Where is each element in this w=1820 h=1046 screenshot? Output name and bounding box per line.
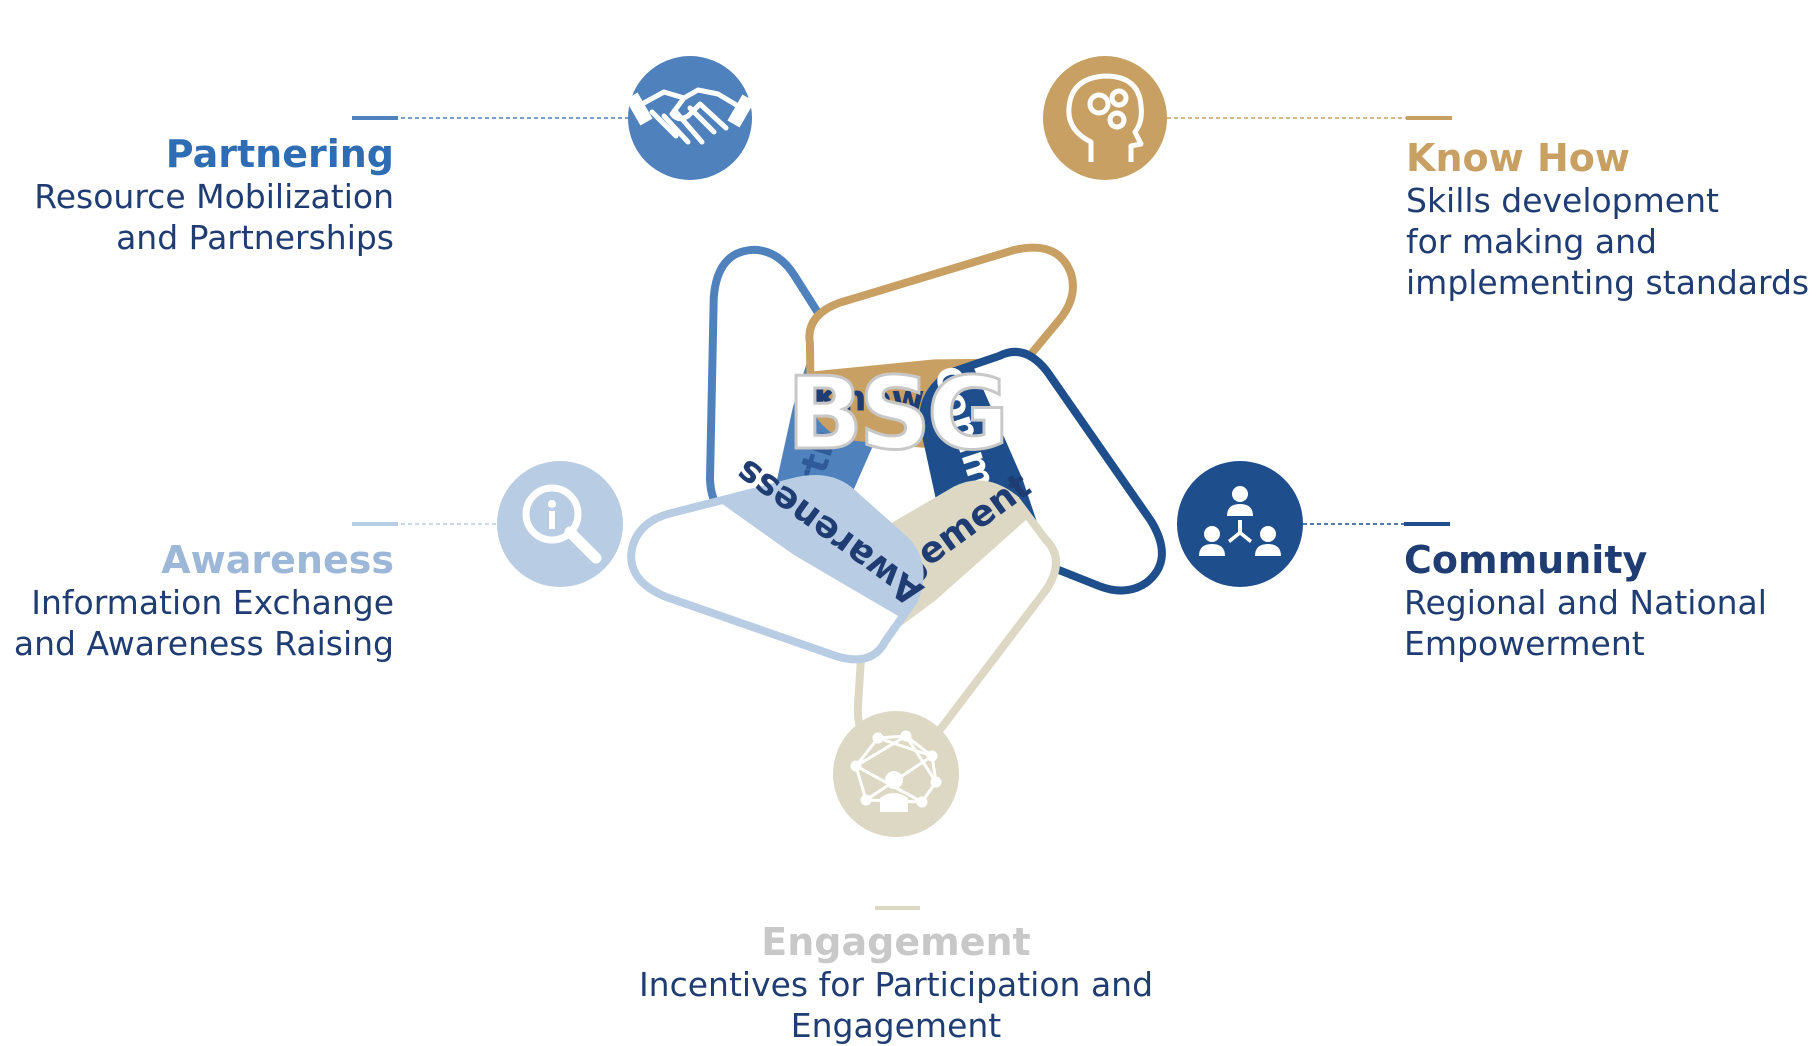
awareness-segment-band — [719, 479, 920, 616]
engagement-line-1: Incentives for Participation and — [638, 965, 1154, 1004]
know-how-line-3: implementing standards — [1406, 263, 1810, 302]
know-how-line-2: for making and — [1406, 222, 1657, 261]
partnering-description: Partnering Resource Mobilization and Par… — [34, 132, 394, 258]
community-line-2: Empowerment — [1404, 624, 1645, 663]
engagement-icon-circle — [833, 711, 959, 837]
community-icon-circle — [1177, 461, 1303, 587]
community-title: Community — [1404, 538, 1648, 582]
know-how-title: Know How — [1406, 136, 1630, 180]
awareness-segment: Awareness — [627, 451, 931, 664]
handshake-icon — [625, 87, 755, 145]
know-how-description: Know How Skills development for making a… — [1406, 136, 1809, 303]
engagement-title: Engagement — [761, 920, 1031, 964]
know-how-line-1: Skills development — [1406, 181, 1719, 220]
awareness-title: Awareness — [161, 538, 394, 582]
head-gears-icon — [1066, 73, 1144, 162]
know-how-icon-circle — [1043, 56, 1167, 180]
partnering-icon-circle — [625, 56, 755, 180]
magnifier-info-icon — [522, 484, 602, 564]
center-label: BSG — [787, 355, 1005, 472]
partnering-title: Partnering — [165, 132, 394, 176]
partnering-line-2: and Partnerships — [116, 218, 394, 257]
awareness-line-2: and Awareness Raising — [13, 624, 394, 663]
awareness-icon-circle — [497, 461, 623, 587]
awareness-description: Awareness Information Exchange and Aware… — [14, 538, 394, 664]
community-line-1: Regional and National — [1404, 583, 1767, 622]
connector-lines — [352, 116, 1452, 910]
awareness-line-1: Information Exchange — [31, 583, 394, 622]
partnering-line-1: Resource Mobilization — [34, 177, 394, 216]
person-network-icon — [850, 730, 942, 812]
engagement-description: Engagement Incentives for Participation … — [560, 920, 1232, 1046]
engagement-line-2: Engagement — [790, 1006, 1002, 1045]
community-description: Community Regional and National Empowerm… — [1404, 538, 1767, 664]
people-network-icon — [1199, 486, 1281, 556]
